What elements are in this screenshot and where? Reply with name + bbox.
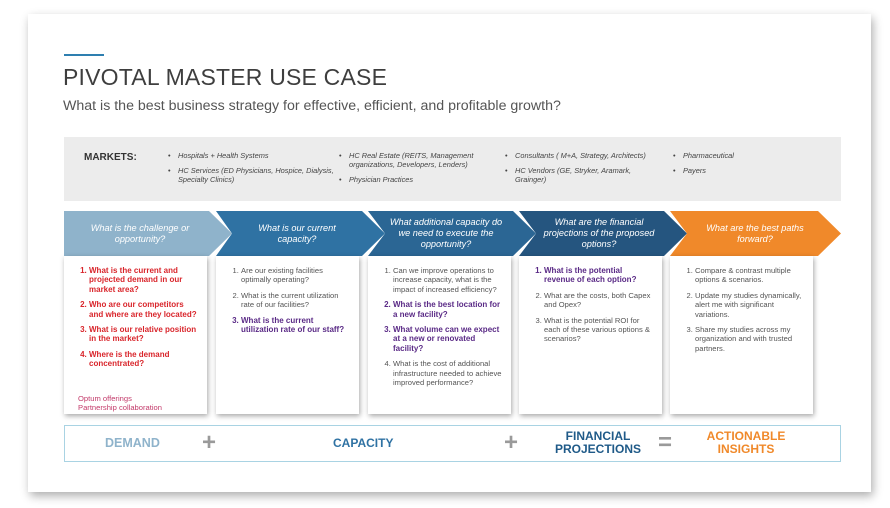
- step-1-card: What is the current and projected demand…: [64, 256, 207, 414]
- question-item: What is the potential revenue of each op…: [544, 266, 654, 285]
- question-item: What is the cost of additional infrastru…: [393, 359, 503, 387]
- optum-offerings: Optum offerings: [78, 394, 132, 403]
- financial-line-1: FINANCIAL: [565, 429, 631, 443]
- equals-operator: =: [658, 429, 673, 456]
- question-item: What is the current utilization rate of …: [241, 291, 351, 310]
- markets-column-3: Consultants ( M+A, Strategy, Architects)…: [505, 151, 655, 191]
- financial-projections-term: FINANCIAL PROJECTIONS: [548, 430, 648, 456]
- insights-line-1: ACTIONABLE: [706, 429, 786, 443]
- partnership-collaboration: Partnership collaboration: [78, 403, 163, 412]
- markets-column-1: Hospitals + Health Systems HC Services (…: [168, 151, 338, 191]
- step-5-header: What are the best paths forward?: [706, 222, 804, 244]
- question-item: Where is the demand concentrated?: [89, 350, 199, 369]
- step-3-card: Can we improve operations to increase ca…: [368, 256, 511, 414]
- question-item: Who are our competitors and where are th…: [89, 300, 199, 319]
- market-item: Physician Practices: [339, 175, 509, 184]
- step-4-header: What are the financial projections of th…: [543, 217, 655, 249]
- step-2-header: What is our current capacity?: [258, 222, 336, 244]
- page-title: PIVOTAL MASTER USE CASE: [63, 64, 388, 90]
- page-subtitle: What is the best business strategy for e…: [63, 98, 561, 114]
- market-item: Hospitals + Health Systems: [168, 151, 338, 160]
- market-item: HC Vendors (GE, Stryker, Aramark, Graing…: [505, 166, 655, 184]
- step-2-card: Are our existing facilities optimally op…: [216, 256, 359, 414]
- title-accent-rule: [64, 54, 104, 56]
- insights-line-2: INSIGHTS: [717, 442, 775, 456]
- actionable-insights-term: ACTIONABLE INSIGHTS: [696, 430, 796, 456]
- question-item: What volume can we expect at a new or re…: [393, 325, 503, 353]
- question-item: What is the potential ROI for each of th…: [544, 316, 654, 344]
- market-item: Consultants ( M+A, Strategy, Architects): [505, 151, 655, 160]
- market-item: Payers: [673, 166, 823, 175]
- question-item: Can we improve operations to increase ca…: [393, 266, 503, 294]
- question-item: What is the current and projected demand…: [89, 266, 199, 294]
- question-item: What is our relative position in the mar…: [89, 325, 199, 344]
- insights-equation-bar: DEMAND + CAPACITY + FINANCIAL PROJECTION…: [64, 425, 841, 462]
- plus-operator: +: [504, 429, 519, 456]
- question-item: Update my studies dynamically, alert me …: [695, 291, 805, 319]
- chevron-step-5: [670, 211, 841, 256]
- financial-line-2: PROJECTIONS: [554, 442, 641, 456]
- market-item: HC Real Estate (REITS, Management organi…: [339, 151, 509, 169]
- markets-label: MARKETS:: [84, 152, 137, 163]
- capacity-term: CAPACITY: [333, 436, 394, 450]
- chevron-step-4: [519, 211, 687, 256]
- question-item: What is the current utilization rate of …: [241, 316, 351, 335]
- market-item: HC Services (ED Physicians, Hospice, Dia…: [168, 166, 338, 184]
- question-item: What is the best location for a new faci…: [393, 300, 503, 319]
- demand-term: DEMAND: [105, 436, 160, 450]
- question-item: Compare & contrast multiple options & sc…: [695, 266, 805, 285]
- optum-offerings-note: Optum offerings Partnership collaboratio…: [78, 394, 162, 412]
- question-item: Share my studies across my organization …: [695, 325, 805, 353]
- question-item: What are the costs, both Capex and Opex?: [544, 291, 654, 310]
- market-item: Pharmaceutical: [673, 151, 823, 160]
- question-item: Are our existing facilities optimally op…: [241, 266, 351, 285]
- markets-column-2: HC Real Estate (REITS, Management organi…: [339, 151, 509, 191]
- step-3-header: What additional capacity do we need to e…: [389, 217, 503, 249]
- chevron-step-1: [64, 211, 232, 256]
- markets-panel: MARKETS: Hospitals + Health Systems HC S…: [64, 137, 841, 201]
- step-4-card: What is the potential revenue of each op…: [519, 256, 662, 414]
- plus-operator: +: [202, 429, 217, 456]
- markets-column-4: Pharmaceutical Payers: [673, 151, 823, 181]
- step-5-card: Compare & contrast multiple options & sc…: [670, 256, 813, 414]
- step-1-header: What is the challenge or opportunity?: [90, 222, 190, 244]
- chevron-step-2: [216, 211, 385, 256]
- chevron-step-3: [368, 211, 536, 256]
